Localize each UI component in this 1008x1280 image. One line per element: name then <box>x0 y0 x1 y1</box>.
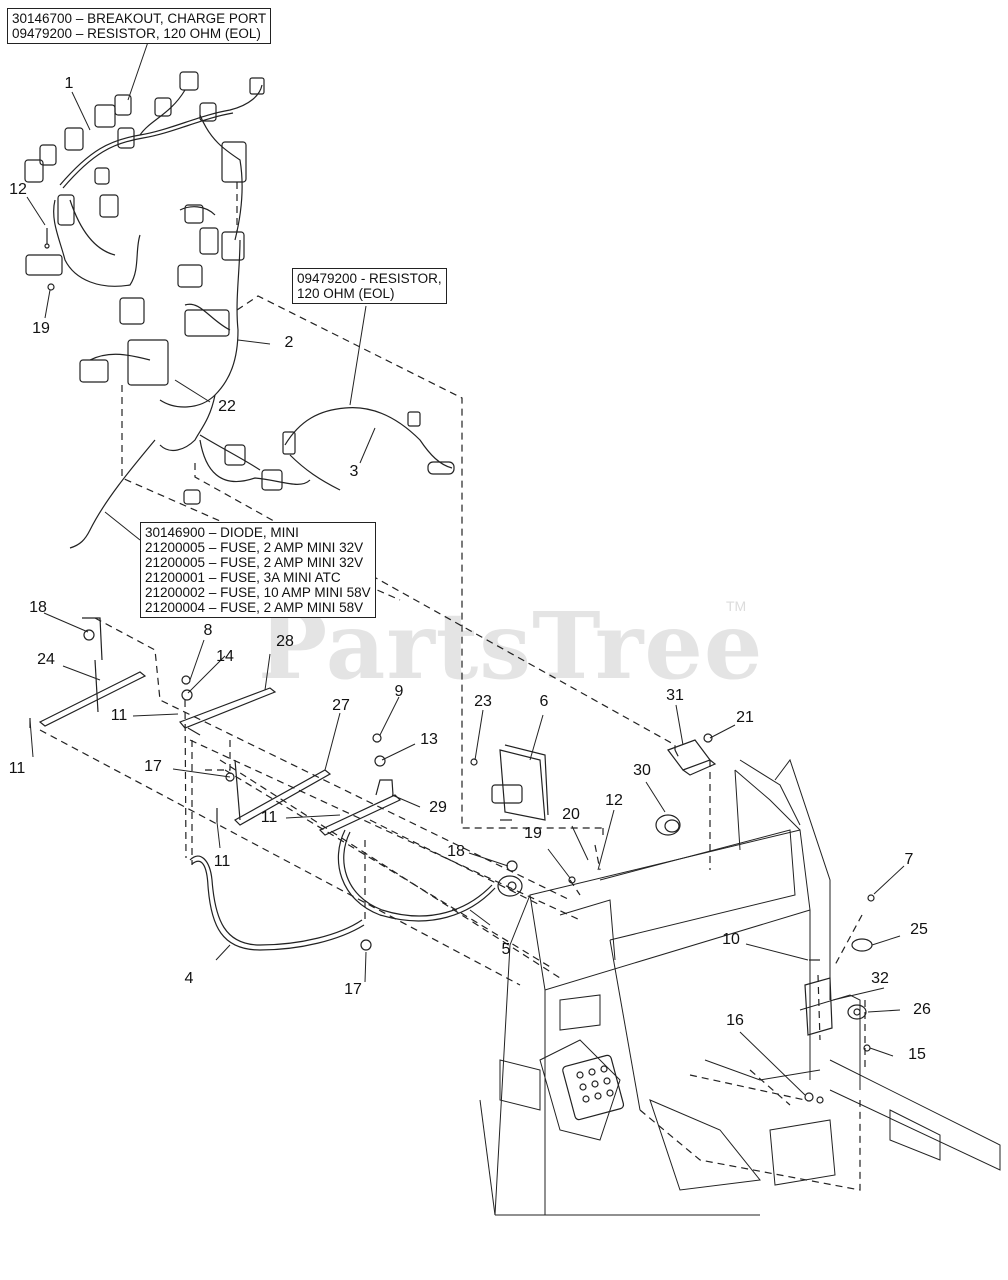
part-number-20[interactable]: 20 <box>562 806 580 823</box>
resistor-harness[interactable] <box>282 407 455 491</box>
machine-frame <box>479 758 1001 1216</box>
part-number-32[interactable]: 32 <box>871 970 889 987</box>
watermark-tm: TM <box>726 598 747 614</box>
part-number-11[interactable]: 11 <box>110 707 128 724</box>
part-number-24[interactable]: 24 <box>37 651 55 668</box>
part-number-4[interactable]: 4 <box>184 970 194 987</box>
part-number-29[interactable]: 29 <box>429 799 447 816</box>
callout-line: 21200005 – FUSE, 2 AMP MINI 32V <box>145 540 364 555</box>
part-number-25[interactable]: 25 <box>910 921 928 938</box>
callout-line: 21200002 – FUSE, 10 AMP MINI 58V <box>145 585 371 600</box>
part-number-18[interactable]: 18 <box>447 843 465 860</box>
callout-line: 09479200 - RESISTOR, <box>297 271 442 286</box>
part-number-2[interactable]: 2 <box>284 334 294 351</box>
part-number-17[interactable]: 17 <box>144 758 162 775</box>
part-number-16[interactable]: 16 <box>726 1012 744 1029</box>
mounting-plate[interactable] <box>804 938 873 1036</box>
part-number-5[interactable]: 5 <box>501 941 511 958</box>
part-number-1[interactable]: 1 <box>64 75 74 92</box>
battery-cable[interactable] <box>189 855 365 951</box>
part-number-9[interactable]: 9 <box>394 683 404 700</box>
part-number-18[interactable]: 18 <box>29 599 47 616</box>
part-number-15[interactable]: 15 <box>908 1046 926 1063</box>
part-number-19[interactable]: 19 <box>524 825 542 842</box>
part-number-28[interactable]: 28 <box>276 633 294 650</box>
callout-line: 21200001 – FUSE, 3A MINI ATC <box>145 570 341 585</box>
leader-lines <box>26 41 905 1096</box>
part-number-21[interactable]: 21 <box>736 709 754 726</box>
part-number-23[interactable]: 23 <box>474 693 492 710</box>
mounting-brackets[interactable] <box>38 617 402 836</box>
part-number-31[interactable]: 31 <box>666 687 684 704</box>
callout-line: 09479200 – RESISTOR, 120 OHM (EOL) <box>12 26 261 41</box>
part-number-11[interactable]: 11 <box>260 809 278 826</box>
part-number-17[interactable]: 17 <box>344 981 362 998</box>
part-number-26[interactable]: 26 <box>913 1001 931 1018</box>
callout-line: 30146700 – BREAKOUT, CHARGE PORT <box>12 11 267 26</box>
part-number-22[interactable]: 22 <box>218 398 236 415</box>
part-number-12[interactable]: 12 <box>605 792 623 809</box>
callout-fuses: 30146900 – DIODE, MINI 21200005 – FUSE, … <box>140 522 376 618</box>
callout-line: 30146900 – DIODE, MINI <box>145 525 299 540</box>
part-number-8[interactable]: 8 <box>203 622 213 639</box>
part-number-3[interactable]: 3 <box>349 463 359 480</box>
switch-bracket[interactable] <box>667 739 717 776</box>
part-number-10[interactable]: 10 <box>722 931 740 948</box>
keypad <box>562 1054 625 1121</box>
part-number-19[interactable]: 19 <box>32 320 50 337</box>
fasteners <box>29 228 875 1104</box>
part-number-14[interactable]: 14 <box>216 648 234 665</box>
part-number-7[interactable]: 7 <box>904 851 914 868</box>
part-number-11[interactable]: 11 <box>213 853 231 870</box>
controller-module[interactable] <box>491 744 549 821</box>
part-number-13[interactable]: 13 <box>420 731 438 748</box>
part-number-27[interactable]: 27 <box>332 697 350 714</box>
callout-line: 21200004 – FUSE, 2 AMP MINI 58V <box>145 600 364 615</box>
callout-charge-port: 30146700 – BREAKOUT, CHARGE PORT 0947920… <box>7 8 272 44</box>
part-number-11[interactable]: 11 <box>8 760 26 777</box>
callout-line: 21200005 – FUSE, 2 AMP MINI 32V <box>145 555 364 570</box>
callout-resistor: 09479200 - RESISTOR, 120 OHM (EOL) <box>292 268 447 304</box>
ground-cable[interactable] <box>337 829 523 922</box>
key-switch[interactable] <box>655 814 681 836</box>
callout-line: 120 OHM (EOL) <box>297 286 395 301</box>
part-number-12[interactable]: 12 <box>9 181 27 198</box>
part-number-30[interactable]: 30 <box>633 762 651 779</box>
part-number-6[interactable]: 6 <box>539 693 549 710</box>
main-wire-harness[interactable] <box>24 71 311 549</box>
